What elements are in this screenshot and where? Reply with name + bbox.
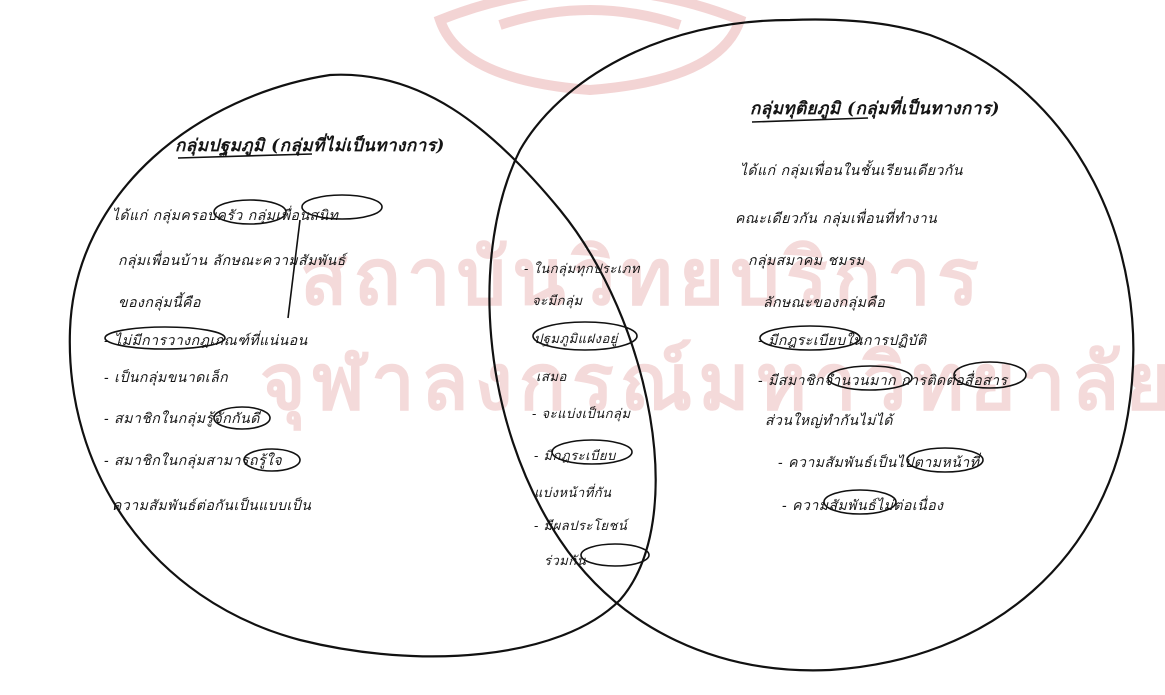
right-line-8: - ความสัมพันธ์เป็นไปตามหน้าที่ [778,455,980,471]
left-circle [68,73,657,658]
loop-right-1 [759,325,861,351]
right-line-1: ได้แก่ กลุ่มเพื่อนในชั้นเรียนเดียวกัน [740,163,963,179]
loop-right-5 [823,489,897,515]
divider-left [287,219,301,319]
loop-right-4 [906,447,984,473]
right-line-2: คณะเดียวกัน กลุ่มเพื่อนที่ทำงาน [735,211,938,227]
overlap-line-5: - จะแบ่งเป็นกลุ่ม [532,407,631,422]
loop-left-1 [213,199,287,225]
overlap-line-4: เสมอ [536,370,567,385]
loop-mid-1 [532,321,638,351]
overlap-line-6: - มีกฎระเบียบ [534,449,616,464]
left-line-1: ได้แก่ กลุ่มครอบครัว กลุ่มเพื่อนสนิท [112,208,339,224]
left-line-7: - สมาชิกในกลุ่มสามารถรู้ใจ [104,453,283,469]
overlap-line-1: - ในกลุ่มทุกประเภท [524,262,640,277]
right-line-3: กลุ่มสมาคม ชมรม [748,253,865,269]
underline-left-title [177,153,313,159]
left-line-8: ความสัมพันธ์ต่อกันเป็นแบบเป็น [112,498,312,514]
right-group-title: กลุ่มทุติยภูมิ (กลุ่มที่เป็นทางการ) [750,99,1000,119]
underline-right-title [751,117,869,123]
overlap-line-3: ปฐมภูมิแฝงอยู่ [534,332,618,347]
left-line-5: - เป็นกลุ่มขนาดเล็ก [104,370,229,386]
right-circle [488,18,1135,672]
left-line-2: กลุ่มเพื่อนบ้าน ลักษณะความสัมพันธ์ [118,253,346,269]
loop-mid-2 [551,439,633,465]
left-line-4: - ไม่มีการวางกฎเกณฑ์ที่แน่นอน [104,333,308,349]
loop-left-2 [301,194,383,220]
right-line-9: - ความสัมพันธ์ไม่ต่อเนื่อง [782,498,944,514]
right-line-6: - มีสมาชิกจำนวนมาก การติดต่อสื่อสาร [758,373,1008,389]
left-line-3: ของกลุ่มนี้คือ [118,295,201,311]
loop-left-3 [104,326,226,350]
right-line-4: ลักษณะของกลุ่มคือ [763,295,886,311]
watermark-line-2: จุฬาลงกรณ์มหาวิทยาลัย [260,338,1165,428]
loop-mid-3 [580,543,650,567]
loop-right-3 [953,361,1027,389]
right-line-5: - มีกฎระเบียบในการปฏิบัติ [758,333,927,349]
loop-left-4 [213,406,271,430]
overlap-line-2: จะมีกลุ่ม [532,294,583,309]
overlap-line-7: แบ่งหน้าที่กัน [534,486,612,501]
watermark-line-1: สถาบันวิทยบริการ [300,233,985,323]
left-group-title: กลุ่มปฐมภูมิ (กลุ่มที่ไม่เป็นทางการ) [175,136,445,156]
overlap-line-9: ร่วมกัน [544,554,587,569]
overlap-line-8: - มีผลประโยชน์ [534,519,628,534]
right-line-7: ส่วนใหญ่ทำกันไม่ได้ [765,413,894,429]
left-line-6: - สมาชิกในกลุ่มรู้จักกันดี [104,411,260,427]
loop-right-2 [827,365,913,391]
loop-left-5 [243,448,301,472]
